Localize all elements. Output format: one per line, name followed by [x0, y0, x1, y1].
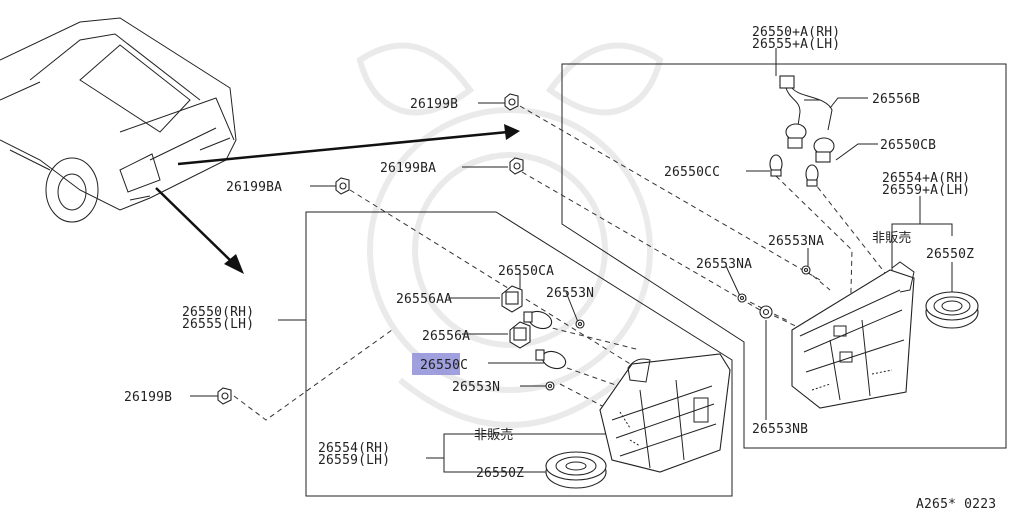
label-26559a-lh[interactable]: 26559+A(LH): [882, 183, 970, 198]
label-26554-rh[interactable]: 26554(RH): [318, 441, 390, 456]
label-not-for-sale-2: 非販売: [474, 427, 514, 443]
grommet-26199b-top: [504, 93, 519, 111]
label-26553n-1[interactable]: 26553N: [546, 286, 594, 301]
label-26556aa[interactable]: 26556AA: [396, 292, 452, 307]
outer-lamp-assembly: [599, 353, 731, 473]
inner-lamp-group-box: [561, 63, 1007, 449]
label-26199ba-left[interactable]: 26199BA: [226, 180, 282, 195]
grommet-26199ba-left: [335, 177, 350, 195]
seal-26550z-right: [925, 291, 979, 329]
label-26553nb[interactable]: 26553NB: [752, 422, 808, 437]
label-26554a-rh[interactable]: 26554+A(RH): [882, 171, 970, 186]
label-26199ba-mid[interactable]: 26199BA: [380, 161, 436, 176]
grommet-26199ba-mid: [509, 157, 524, 175]
label-26553na-2[interactable]: 26553NA: [696, 257, 752, 272]
washer-26553n-1: [575, 319, 585, 329]
label-26559-lh[interactable]: 26559(LH): [318, 453, 390, 468]
seal-26550z-bottom: [545, 451, 607, 489]
socket-26556aa: [501, 285, 523, 313]
watermark-emblem: [356, 42, 664, 428]
label-26550a-rh[interactable]: 26550+A(RH): [752, 25, 840, 40]
label-26199b-top[interactable]: 26199B: [410, 97, 458, 112]
label-26555a-lh[interactable]: 26555+A(LH): [752, 37, 840, 52]
bulb-26550c: [535, 349, 567, 370]
outer-lamp-group-box: [305, 211, 733, 497]
label-26556a[interactable]: 26556A: [422, 329, 470, 344]
label-26550ca[interactable]: 26550CA: [498, 264, 554, 279]
harness-26556b: [779, 75, 835, 163]
washer-26553na-2: [737, 293, 747, 303]
label-26550cc[interactable]: 26550CC: [664, 165, 720, 180]
label-26199b-left[interactable]: 26199B: [124, 390, 172, 405]
pointer-arrows: [155, 124, 520, 274]
label-26550z-bottom[interactable]: 26550Z: [476, 466, 524, 481]
car-illustration: [0, 17, 237, 223]
bulb-26550cc: [769, 154, 783, 177]
label-26553n-2[interactable]: 26553N: [452, 380, 500, 395]
label-26556b[interactable]: 26556B: [872, 92, 920, 107]
socket-26556a: [509, 321, 531, 349]
label-26555-lh[interactable]: 26555(LH): [182, 317, 254, 332]
washer-26553na-1: [801, 265, 811, 275]
label-26550z-right[interactable]: 26550Z: [926, 247, 974, 262]
label-26553na-1[interactable]: 26553NA: [768, 234, 824, 249]
leader-lines: [190, 48, 953, 473]
bulb-26550cb: [805, 164, 819, 187]
label-not-for-sale-1: 非販売: [872, 230, 912, 246]
part-labels: 26550+A(RH) 26555+A(LH) 26199B 26556B 26…: [124, 25, 996, 511]
washer-26553n-2: [545, 381, 555, 391]
label-26550c[interactable]: 26550C: [420, 358, 468, 373]
selected-part-highlight: [412, 353, 460, 375]
diagram-code: A265* 0223: [916, 497, 996, 511]
inner-lamp-assembly: [791, 261, 915, 409]
bulb-26550ca: [523, 310, 553, 330]
washer-26553nb: [759, 305, 773, 319]
label-26550cb[interactable]: 26550CB: [880, 138, 936, 153]
label-26550-rh[interactable]: 26550(RH): [182, 305, 254, 320]
grommet-26199b-left: [217, 387, 232, 405]
